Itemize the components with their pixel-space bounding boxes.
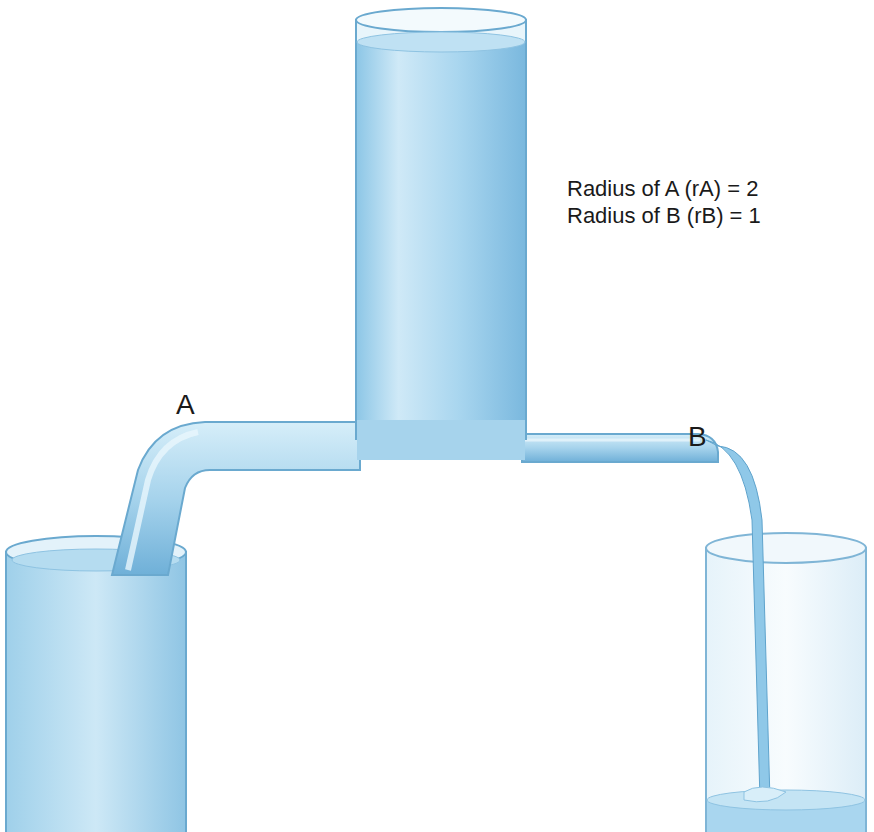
- left-beaker: [6, 536, 186, 832]
- dimension-label: Radius of A (rA) = 2: [567, 176, 758, 202]
- dimension-label: Radius of B (rB) = 1: [567, 203, 761, 229]
- outlet-label: A: [176, 389, 195, 421]
- right-beaker: [706, 533, 866, 832]
- outlet-label: B: [688, 421, 707, 453]
- pipe-a: [112, 422, 360, 575]
- water-column: [356, 8, 526, 440]
